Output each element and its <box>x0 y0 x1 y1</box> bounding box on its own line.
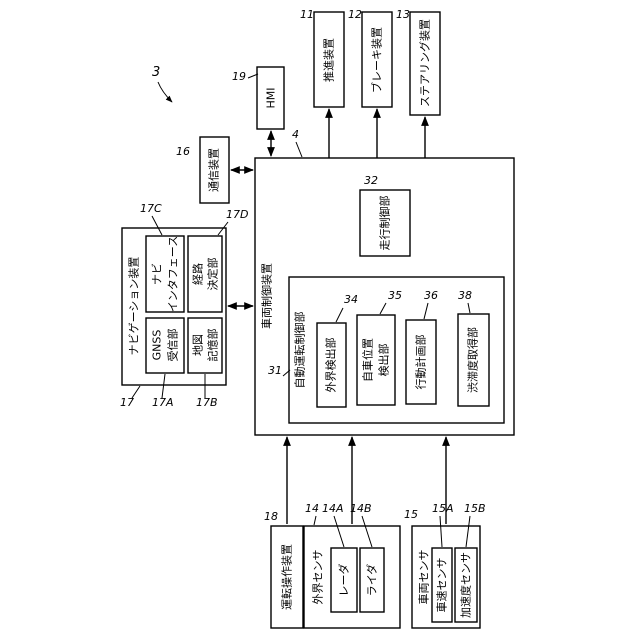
radar-label: レーダ <box>337 564 351 597</box>
hmi-ref: 19 <box>232 70 246 83</box>
nav-label: ナビゲーション装置 <box>128 257 141 356</box>
radar-ref: 14A <box>322 502 344 515</box>
ext-sensor-ref: 14 <box>305 502 319 515</box>
figure-ref: 3 <box>152 65 160 80</box>
auto-drive-label: 自動運転制御部 <box>293 312 307 389</box>
mapstore-ref: 17B <box>196 396 218 409</box>
action-plan-ref: 36 <box>424 289 438 302</box>
lidar-ref: 14B <box>350 502 372 515</box>
congestion-label: 渋滞度取得部 <box>466 327 480 393</box>
accel-sensor-ref: 15B <box>464 502 486 515</box>
self-pos-label-1: 自車位置 <box>361 338 375 382</box>
ext-detect-ref: 34 <box>344 293 358 306</box>
lidar-label: ライダ <box>365 564 379 597</box>
nav-if-label-2: インタフェース <box>167 236 180 312</box>
ext-sensor-label: 外界センサ <box>312 550 325 605</box>
vehicle-sensor-label: 車両センサ <box>417 550 431 605</box>
nav-if-label-1: ナビ <box>151 263 164 285</box>
driving-op-label: 運転操作装置 <box>280 544 294 610</box>
vehicle-sensor-ref: 15 <box>404 508 418 521</box>
accel-sensor-label: 加速度センサ <box>459 552 473 618</box>
nav-ref: 17 <box>120 396 134 409</box>
brake-ref: 12 <box>348 8 362 21</box>
auto-drive-ref: 31 <box>268 364 282 377</box>
comm-ref: 16 <box>176 145 190 158</box>
driving-op-ref: 18 <box>264 510 278 523</box>
gnss-label-2: 受信部 <box>166 329 180 362</box>
self-pos-ref: 35 <box>388 289 402 302</box>
self-pos-label-2: 検出部 <box>377 344 391 377</box>
route-label-2: 決定部 <box>206 258 220 291</box>
speed-sensor-ref: 15A <box>432 502 454 515</box>
figure-ref-arrow <box>158 82 172 102</box>
hmi-label: HMI <box>265 87 278 108</box>
propulsion-label: 推進装置 <box>322 38 336 82</box>
travel-ctrl-label: 走行制御部 <box>378 196 392 251</box>
congestion-ref: 38 <box>458 289 472 302</box>
gnss-ref: 17A <box>152 396 174 409</box>
mapstore-label-2: 記憶部 <box>206 329 220 362</box>
speed-sensor-label: 車速センサ <box>435 558 449 613</box>
propulsion-ref: 11 <box>300 8 314 21</box>
comm-label: 通信装置 <box>208 148 221 192</box>
route-ref: 17D <box>226 208 248 221</box>
steering-ref: 13 <box>396 8 410 21</box>
vehicle-control-ref: 4 <box>292 128 299 141</box>
ext-sensor-ref-leader <box>314 516 316 525</box>
steering-label: ステアリング装置 <box>418 19 432 107</box>
gnss-label-1: GNSS <box>151 330 164 361</box>
nav-if-ref: 17C <box>140 202 162 215</box>
vcu-ref-leader <box>296 142 302 157</box>
travel-ctrl-ref: 32 <box>364 174 378 187</box>
action-plan-label: 行動計画部 <box>414 335 428 390</box>
nav-ref-leader <box>132 386 140 398</box>
route-label-1: 経路 <box>192 263 205 285</box>
ext-detect-label: 外界検出部 <box>324 338 338 393</box>
mapstore-label-1: 地図 <box>192 334 205 356</box>
brake-label: ブレーキ装置 <box>370 27 384 93</box>
vehicle-control-label: 車両制御装置 <box>260 263 274 329</box>
